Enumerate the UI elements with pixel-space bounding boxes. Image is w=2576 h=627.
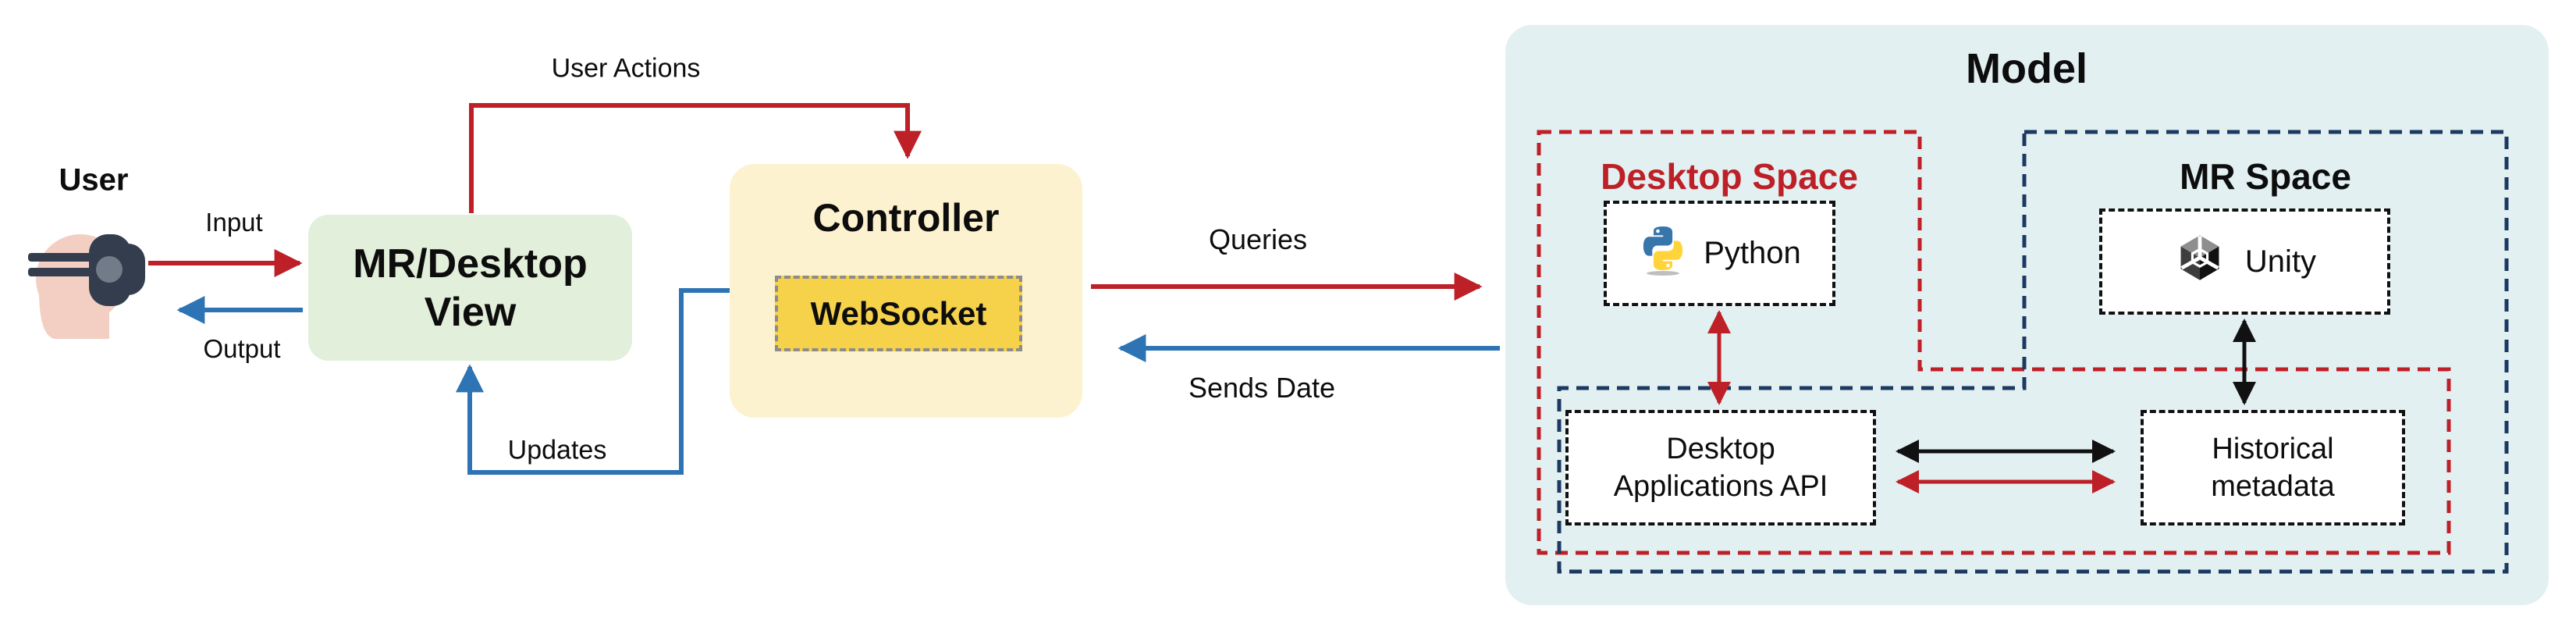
websocket-box: WebSocket bbox=[775, 276, 1022, 351]
websocket-label: WebSocket bbox=[810, 294, 987, 332]
historical-metadata-line2: metadata bbox=[2211, 470, 2335, 503]
output-label: Output bbox=[203, 334, 281, 363]
mr-desktop-view-line2: View bbox=[424, 289, 517, 335]
unity-label: Unity bbox=[2244, 244, 2317, 279]
historical-metadata-box: Historical metadata bbox=[2141, 410, 2405, 525]
python-box: Python bbox=[1604, 201, 1835, 306]
desktop-applications-api-line1: Desktop bbox=[1666, 433, 1775, 465]
queries-label: Queries bbox=[1208, 223, 1308, 255]
unity-box: Unity bbox=[2099, 208, 2390, 315]
python-icon bbox=[1638, 223, 1688, 284]
updates-label: Updates bbox=[507, 435, 607, 465]
desktop-applications-api-box: Desktop Applications API bbox=[1565, 410, 1876, 525]
mr-space-label: MR Space bbox=[2180, 156, 2351, 197]
input-label: Input bbox=[205, 208, 263, 237]
controller-title: Controller bbox=[812, 196, 1000, 240]
historical-metadata-line1: Historical bbox=[2212, 433, 2334, 465]
user-label: User bbox=[59, 162, 129, 198]
desktop-space-label: Desktop Space bbox=[1601, 156, 1858, 197]
mr-desktop-view-box: MR/Desktop View bbox=[308, 215, 632, 361]
user-actions-label: User Actions bbox=[551, 53, 701, 84]
model-title: Model bbox=[1966, 45, 2087, 92]
mr-desktop-view-line1: MR/Desktop bbox=[353, 240, 588, 287]
desktop-applications-api-line2: Applications API bbox=[1613, 470, 1828, 503]
sends-date-label: Sends Date bbox=[1188, 372, 1336, 404]
user-headset-icon bbox=[22, 212, 155, 345]
unity-icon bbox=[2173, 231, 2226, 292]
python-label: Python bbox=[1704, 236, 1801, 270]
